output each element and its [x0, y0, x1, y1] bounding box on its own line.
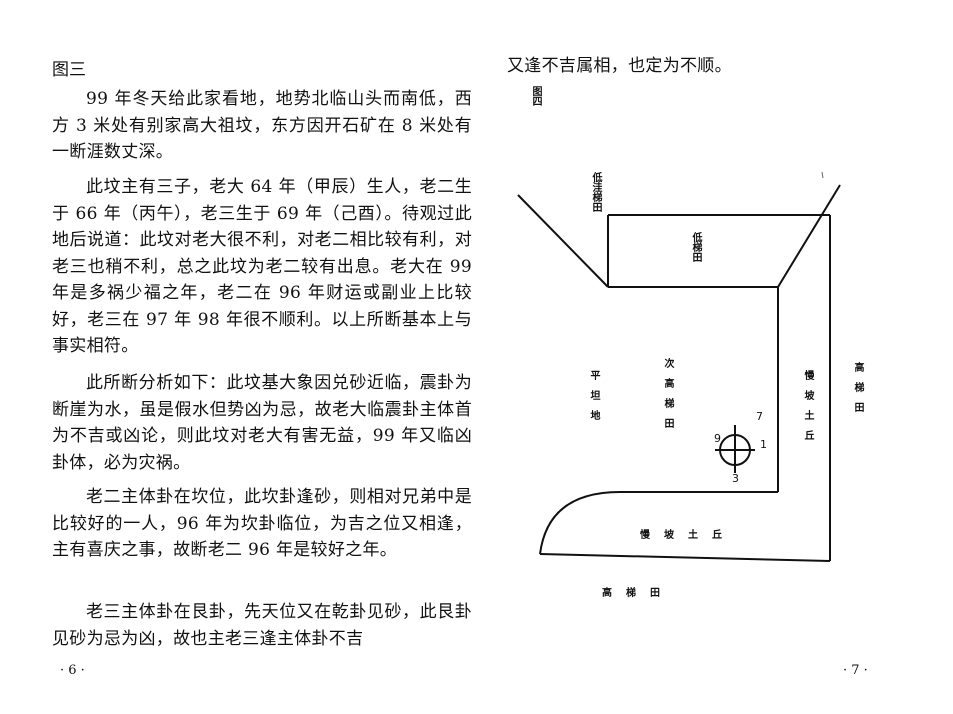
figure-label: 图四 — [530, 86, 541, 106]
figure-heading: 图三 — [52, 60, 86, 80]
label-slope-right: 慢坡土丘 — [802, 370, 813, 450]
continuation-text: 又逢不吉属相，也定为不顺。 — [507, 56, 732, 76]
label-low-field-left: 低洼梯田 — [590, 172, 601, 212]
label-low-field-inner: 低梯田 — [690, 232, 701, 262]
paragraph-2: 此坟主有三子，老大 64 年（甲辰）生人，老二生于 66 年（丙午），老三生于 … — [52, 177, 472, 356]
left-page: 图三 99 年冬天给此家看地，地势北临山头而南低，西方 3 米处有别家高大祖坟，… — [0, 0, 476, 714]
diagram-lines — [517, 171, 841, 562]
paragraph-4: 老二主体卦在坎位，此坎卦逢砂，则相对兄弟中是比较好的一人，96 年为坎卦临位，为… — [52, 487, 472, 560]
paragraph-1: 99 年冬天给此家看地，地势北临山头而南低，西方 3 米处有别家高大祖坟，东方因… — [52, 89, 472, 162]
compass-number-7: 7 — [756, 410, 763, 423]
paragraph-3: 此所断分析如下：此坟基大象因兑砂近临，震卦为断崖为水，虽是假水但势凶为忌，故老大… — [52, 373, 472, 473]
compass-number-9: 9 — [714, 432, 721, 445]
label-flat-ground: 平坦地 — [588, 370, 599, 430]
paragraph-5: 老三主体卦在艮卦，先天位又在乾卦见砂，此艮卦见砂为忌为凶，故也主老三逢主体卦不吉 — [52, 602, 472, 649]
page-number-left: · 6 · — [60, 663, 85, 678]
label-high-field-inner: 次高梯田 — [662, 358, 673, 438]
site-diagram: 图四 低洼梯田 低梯田 平坦地 次高梯田 慢坡土丘 高梯田 慢坡土丘 高梯田 9… — [500, 80, 940, 620]
label-high-field-right: 高梯田 — [852, 362, 863, 422]
label-slope-bottom: 慢坡土丘 — [640, 530, 736, 541]
compass-number-1: 1 — [760, 438, 767, 451]
label-high-field-bottom: 高梯田 — [602, 588, 674, 599]
compass-number-3: 3 — [732, 472, 739, 485]
page-number-right: · 7 · — [843, 663, 868, 678]
